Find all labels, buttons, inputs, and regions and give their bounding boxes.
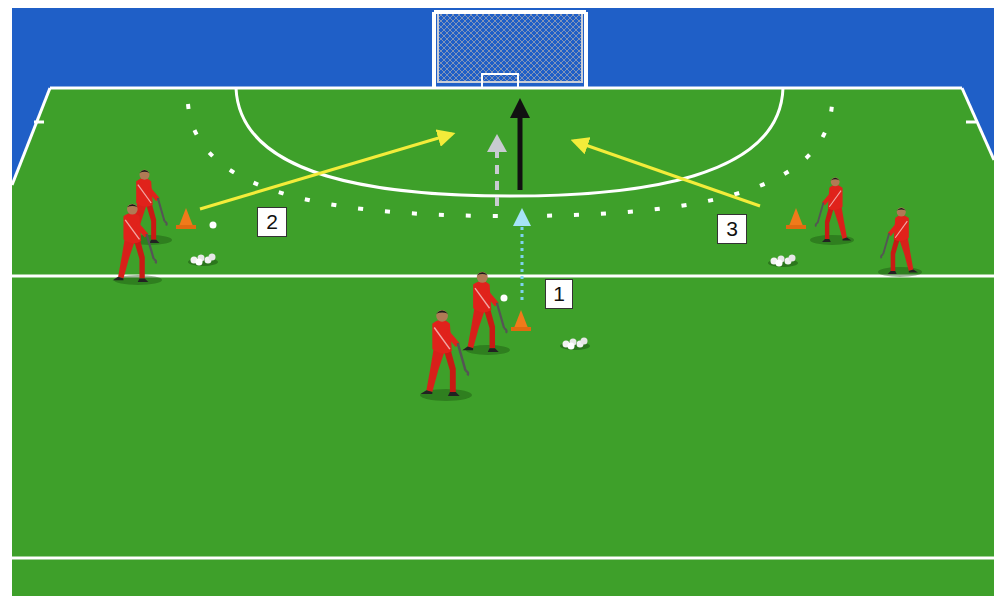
pitch-lines (12, 88, 994, 558)
goal (434, 12, 586, 88)
callout-box: 1 (545, 279, 573, 309)
run-arrows (200, 98, 760, 300)
callout-box: 2 (257, 207, 287, 237)
callout-number: 3 (718, 215, 746, 243)
field (12, 88, 994, 596)
players (113, 170, 922, 401)
callout-number: 2 (258, 208, 286, 236)
callout-box: 3 (717, 214, 747, 244)
callout-number: 1 (546, 280, 572, 308)
